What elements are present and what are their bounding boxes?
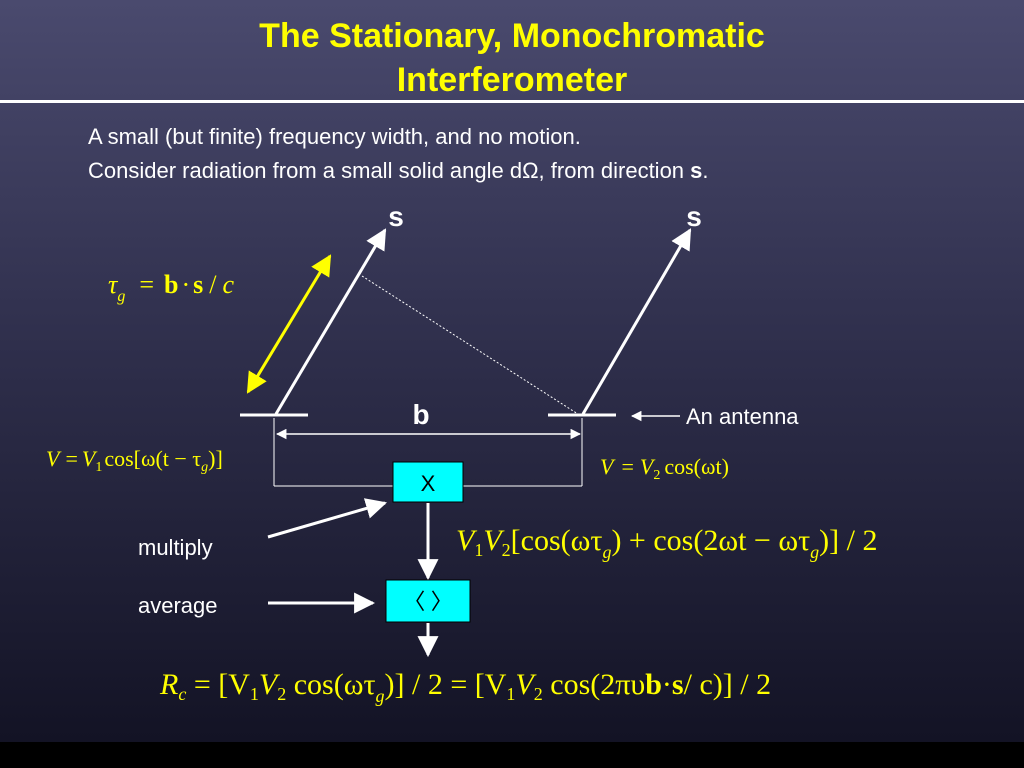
result-eq-rs: c	[178, 684, 186, 704]
slide-title: The Stationary, Monochromatic Interferom…	[0, 14, 1024, 102]
title-line-1: The Stationary, Monochromatic	[259, 17, 765, 55]
v1-eq-body: cos[ω(t − τ	[104, 446, 201, 471]
result-eq-p5s: 2	[534, 684, 543, 704]
left-direction-label: s	[388, 201, 404, 232]
product-eq-b: ) + cos(2ωt − ωτ	[611, 524, 810, 557]
v1-eq-sub: 1	[95, 460, 102, 475]
title-divider	[0, 100, 1024, 103]
average-label: average	[138, 593, 218, 618]
baseline-label: b	[412, 399, 429, 430]
v2-eq-body: cos(ωt)	[664, 454, 729, 479]
result-eq-p3s: g	[376, 686, 385, 706]
v2-eq-eq: =	[621, 454, 633, 479]
intro-text: A small (but finite) frequency width, an…	[88, 120, 709, 188]
delay-eq-slash: /	[209, 270, 217, 299]
product-eq-v2: V	[483, 524, 505, 557]
product-equation: V1V2[cos(ωτg) + cos(2ωt − ωτg)] / 2	[456, 524, 877, 562]
multiply-label: multiply	[138, 535, 213, 560]
result-eq-p5: V	[515, 668, 537, 701]
v1-eq-lhs: V	[46, 446, 62, 471]
wavefront-line	[361, 275, 582, 417]
result-eq-p7: / c)] / 2	[684, 668, 771, 701]
right-ray-arrow	[581, 228, 692, 415]
product-eq-s2: 2	[502, 540, 511, 560]
v1-equation: V=V1cos[ω(t − τg)]	[46, 446, 223, 475]
v2-eq-v: V	[640, 454, 656, 479]
result-eq-p6: cos(2πυ	[543, 668, 645, 701]
product-eq-ag: g	[602, 542, 611, 562]
result-eq-p2s: 2	[277, 684, 286, 704]
right-direction-label: s	[686, 201, 702, 232]
result-eq-b: b	[645, 668, 662, 701]
average-box	[385, 579, 471, 623]
intro-line-2-prefix: Consider radiation from a small solid an…	[88, 158, 691, 183]
result-eq-p4s: 1	[506, 684, 515, 704]
intro-line-2-suffix: .	[702, 158, 709, 183]
footer-bar	[0, 742, 1024, 768]
delay-eq-eq: =	[139, 270, 154, 299]
product-eq-a: [cos(ωτ	[511, 524, 603, 557]
delay-eq-tau: τ	[108, 270, 119, 299]
result-eq-p1s: 1	[250, 684, 259, 704]
product-eq-c: )] / 2	[819, 524, 877, 557]
multiply-pointer-arrow	[267, 498, 388, 539]
delay-equation: τg = b·s/c	[108, 270, 234, 305]
product-eq-bg: g	[810, 542, 819, 562]
delay-eq-b: b	[164, 270, 178, 299]
result-eq-r: R	[159, 668, 178, 701]
v1-eq-v: V	[82, 446, 98, 471]
intro-direction-s: s	[690, 158, 703, 183]
average-box-label: 〈 〉	[403, 589, 453, 614]
delay-eq-sub: g	[117, 288, 125, 305]
intro-line-2: Consider radiation from a small solid an…	[88, 154, 709, 188]
delay-eq-c: c	[222, 270, 234, 299]
v1-eq-eq: =	[65, 446, 77, 471]
result-eq-s: s	[672, 668, 684, 701]
product-eq-s1: 1	[474, 540, 483, 560]
result-equation: Rc = [V1V2 cos(ωτg)] / 2 = [V1V2 cos(2πυ…	[159, 668, 771, 706]
result-eq-p1: = [V	[186, 668, 250, 701]
v1-eq-sub2: g	[201, 460, 208, 475]
multiply-box	[392, 461, 464, 503]
intro-line-1: A small (but finite) frequency width, an…	[88, 124, 581, 149]
delay-arrow	[246, 254, 332, 394]
result-eq-p2: V	[259, 668, 281, 701]
antenna-label: An antenna	[686, 404, 799, 429]
v2-eq-sub: 2	[653, 468, 660, 483]
result-eq-p3: cos(ωτ	[286, 668, 375, 701]
delay-eq-s: s	[193, 270, 203, 299]
delay-eq-dot: ·	[181, 270, 190, 299]
product-eq-v1: V	[456, 524, 478, 557]
multiply-box-label: X	[421, 471, 436, 496]
v2-eq-lhs: V	[600, 454, 616, 479]
v1-eq-tail: )]	[208, 446, 223, 471]
title-line-2: Interferometer	[396, 61, 628, 99]
result-eq-p4: )] / 2 = [V	[385, 668, 507, 701]
result-eq-dot: ·	[662, 668, 672, 701]
